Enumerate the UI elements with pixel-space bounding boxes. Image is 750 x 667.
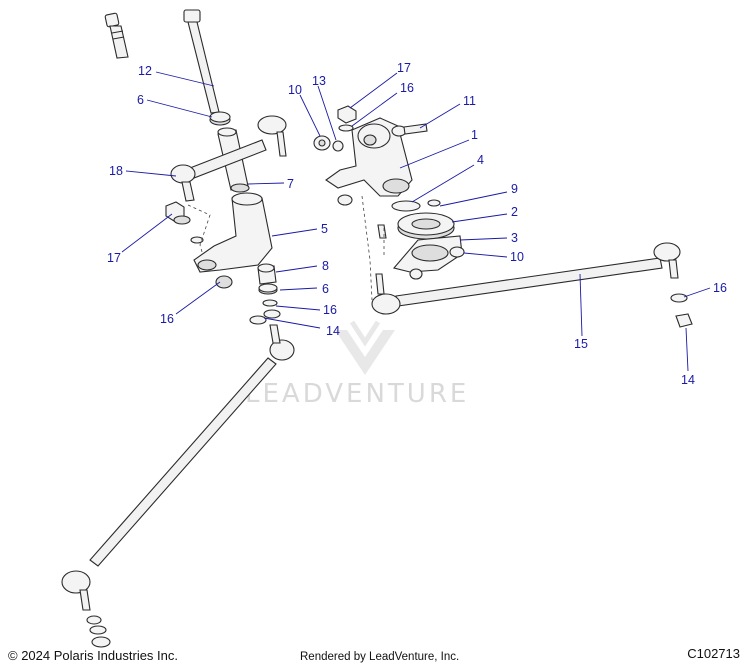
long-tie-rod-left-part — [61, 324, 295, 648]
rendered-by-text: Rendered by LeadVenture, Inc. — [300, 651, 460, 663]
callout-3: 3 — [511, 231, 518, 245]
callout-16-lower: 16 — [323, 303, 337, 317]
left-nut-part — [165, 201, 204, 244]
callout-7: 7 — [287, 177, 294, 191]
callout-16-right: 16 — [713, 281, 727, 295]
watermark-text: LEADVENTURE — [245, 379, 469, 409]
callout-6-upper: 6 — [137, 93, 144, 107]
callout-1: 1 — [471, 128, 478, 142]
copyright-text: © 2024 Polaris Industries Inc. — [8, 648, 178, 663]
mount-plate-part — [393, 235, 463, 273]
lower-nut-part — [409, 246, 465, 280]
callout-11: 11 — [463, 94, 476, 108]
steering-knuckle-part — [325, 117, 413, 197]
pitman-arm-part — [193, 192, 273, 273]
watermark-logo — [335, 320, 395, 375]
bearing-part — [397, 212, 455, 240]
small-bolt-part — [104, 12, 129, 59]
callout-6-lower: 6 — [322, 282, 329, 296]
callout-12: 12 — [138, 64, 152, 78]
knuckle-bolt-part — [391, 123, 428, 137]
short-tie-rod-part — [170, 115, 287, 202]
callout-10-upper: 10 — [288, 83, 302, 97]
callout-5: 5 — [321, 222, 328, 236]
long-tie-rod-right-part — [371, 242, 693, 328]
bushing-part — [257, 263, 277, 285]
upper-washer-part — [209, 111, 231, 126]
callout-13: 13 — [312, 74, 326, 88]
callout-2: 2 — [511, 205, 518, 219]
seal-ring-part — [391, 200, 421, 212]
callout-16-center: 16 — [400, 81, 414, 95]
callout-17-right: 17 — [397, 61, 411, 75]
callout-4: 4 — [477, 153, 484, 167]
callout-14-left: 14 — [326, 324, 340, 338]
callout-17-left: 17 — [107, 251, 121, 265]
callout-15: 15 — [574, 337, 588, 351]
callout-8: 8 — [322, 259, 329, 273]
callout-18: 18 — [109, 164, 123, 178]
callout-16-left: 16 — [160, 312, 174, 326]
leader-lines — [121, 71, 711, 372]
callout-10-lower: 10 — [510, 250, 524, 264]
long-bolt-part — [183, 9, 220, 114]
left-washer-stack — [215, 275, 281, 325]
figure-id: C102713 — [687, 646, 740, 661]
center-fastener-stack — [313, 105, 357, 206]
callout-14-right: 14 — [681, 373, 695, 387]
callout-9: 9 — [511, 182, 518, 196]
